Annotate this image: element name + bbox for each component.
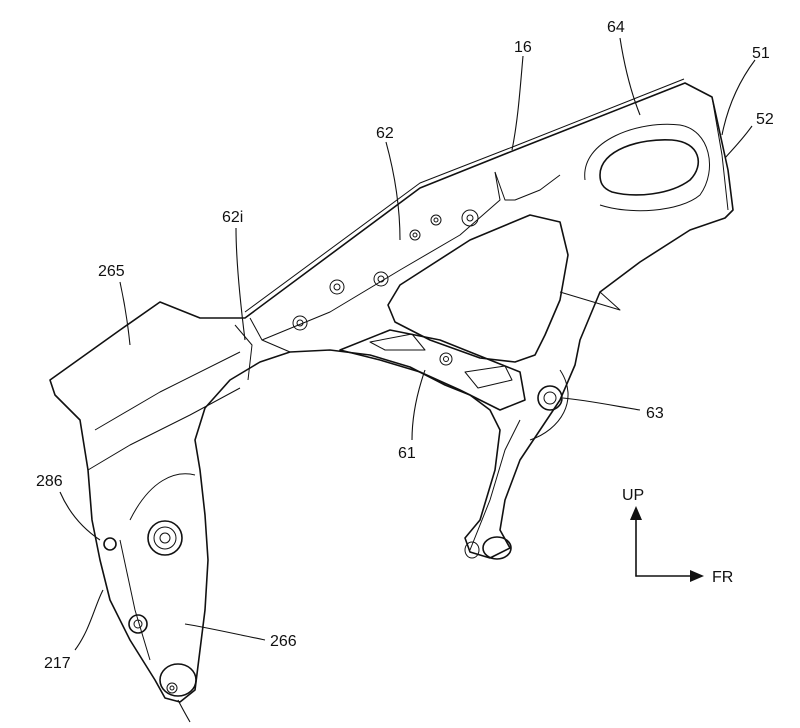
pivot-boss-63: [538, 386, 562, 410]
inner-arm-line: [120, 540, 150, 660]
label-51: 51: [752, 45, 770, 62]
label-266: 266: [270, 633, 297, 650]
leader-265: [120, 282, 130, 345]
front-lower-pin: [465, 537, 511, 559]
axis-up-label: UP: [622, 487, 644, 504]
rear-arm-bosses: [104, 521, 196, 696]
up-arrow-icon: [630, 506, 642, 520]
brace-plate-61: [340, 330, 525, 410]
leader-217: [75, 590, 103, 650]
frame-outer-outline: [50, 83, 733, 702]
bolt-group-62: [293, 210, 478, 330]
front-head-face: [712, 97, 728, 210]
panel-division-lower: [88, 388, 240, 470]
label-62i: 62i: [222, 209, 243, 226]
inner-arm-left: [130, 474, 195, 520]
lower-arm-edge: [470, 420, 520, 550]
leader-63: [563, 398, 640, 410]
leader-62: [386, 142, 400, 240]
label-217: 217: [44, 655, 71, 672]
curve-63: [530, 370, 568, 440]
rib-63: [560, 292, 620, 310]
label-16: 16: [514, 39, 532, 56]
label-61: 61: [398, 445, 416, 462]
leader-266: [185, 624, 265, 640]
label-62: 62: [376, 125, 394, 142]
panel-division-upper: [95, 352, 240, 430]
leader-52: [725, 126, 752, 158]
leader-61: [412, 370, 425, 440]
label-286: 286: [36, 473, 63, 490]
oval-hole: [585, 124, 710, 210]
frame-body: [50, 79, 733, 702]
rib-62-upper: [250, 318, 290, 352]
axis-forward-label: FR: [712, 569, 733, 586]
leader-62i: [236, 228, 245, 340]
label-63: 63: [646, 405, 664, 422]
label-52: 52: [756, 111, 774, 128]
label-265: 265: [98, 263, 125, 280]
orientation-axes: UP FR: [622, 487, 733, 586]
label-64: 64: [607, 19, 625, 36]
reference-numerals: 16 64 51 52 62 62i 265 61 63 286 217 266: [36, 19, 774, 672]
leader-51: [722, 60, 755, 135]
rib-62-plate: [262, 172, 500, 340]
forward-arrow-icon: [690, 570, 704, 582]
leader-16: [512, 56, 523, 150]
top-edge-line: [245, 79, 684, 312]
rib-16: [495, 172, 560, 200]
leader-bottom: [178, 700, 190, 722]
